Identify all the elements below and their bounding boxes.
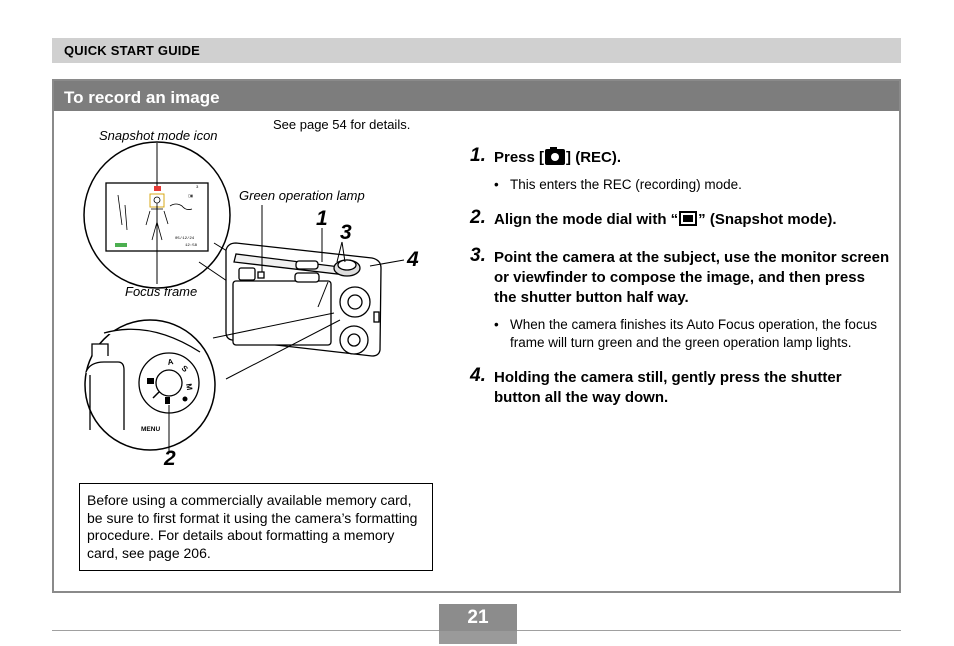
callout-3: 3	[340, 221, 352, 244]
step-text: Press [] (REC).	[494, 147, 622, 166]
caption-green-operation-lamp: Green operation lamp	[239, 188, 365, 203]
see-page-reference: See page 54 for details.	[273, 117, 411, 132]
caption-focus-frame: Focus frame	[125, 284, 198, 299]
battery-indicator	[115, 243, 127, 247]
steps-list: 1. Press [] (REC). This enters the REC (…	[470, 145, 890, 420]
step-2: 2. Align the mode dial with “” (Snapshot…	[470, 207, 890, 230]
section-title: To record an image	[64, 88, 220, 107]
caption-snapshot-mode-icon: Snapshot mode icon	[99, 128, 218, 143]
snapshot-mode-icon	[154, 186, 161, 191]
step-3: 3. Point the camera at the subject, use …	[470, 245, 890, 352]
header-title: QUICK START GUIDE	[64, 43, 201, 58]
step-number: 1.	[470, 145, 486, 166]
step-number: 3.	[470, 245, 486, 266]
rec-camera-icon	[545, 147, 566, 165]
svg-text:05/12/24: 05/12/24	[175, 236, 195, 241]
callout-4: 4	[407, 248, 419, 271]
callout-2: 2	[164, 447, 176, 470]
step-bullet: When the camera finishes its Auto Focus …	[494, 316, 890, 352]
svg-text:12:58: 12:58	[185, 244, 198, 248]
page-number-box: 21	[439, 604, 517, 644]
dial-label-s: S	[180, 364, 190, 375]
dial-label-a: A	[167, 357, 174, 367]
memory-card-note-text: Before using a commercially available me…	[87, 492, 418, 561]
step-number: 2.	[470, 207, 486, 228]
step-4: 4. Holding the camera still, gently pres…	[470, 365, 890, 408]
svg-text:▢▣: ▢▣	[188, 194, 193, 199]
step-1: 1. Press [] (REC). This enters the REC (…	[470, 145, 890, 194]
snapshot-mode-icon	[679, 211, 698, 226]
dial-label-m: M	[184, 383, 194, 391]
step-bullet: This enters the REC (recording) mode.	[494, 176, 890, 194]
memory-card-note: Before using a commercially available me…	[79, 483, 433, 571]
step-text: Align the mode dial with “” (Snapshot mo…	[494, 211, 837, 228]
header-band: QUICK START GUIDE	[52, 38, 901, 63]
dial-rec-icon	[165, 397, 170, 404]
step-text: Point the camera at the subject, use the…	[494, 249, 890, 306]
step-text: Holding the camera still, gently press t…	[494, 369, 842, 406]
step-number: 4.	[470, 365, 486, 386]
page-number: 21	[467, 607, 489, 628]
svg-text:3: 3	[196, 186, 199, 190]
section-title-bar: To record an image	[54, 81, 899, 111]
menu-label: MENU	[141, 426, 160, 433]
callout-1: 1	[316, 207, 328, 230]
dial-snapshot-icon	[147, 378, 154, 384]
